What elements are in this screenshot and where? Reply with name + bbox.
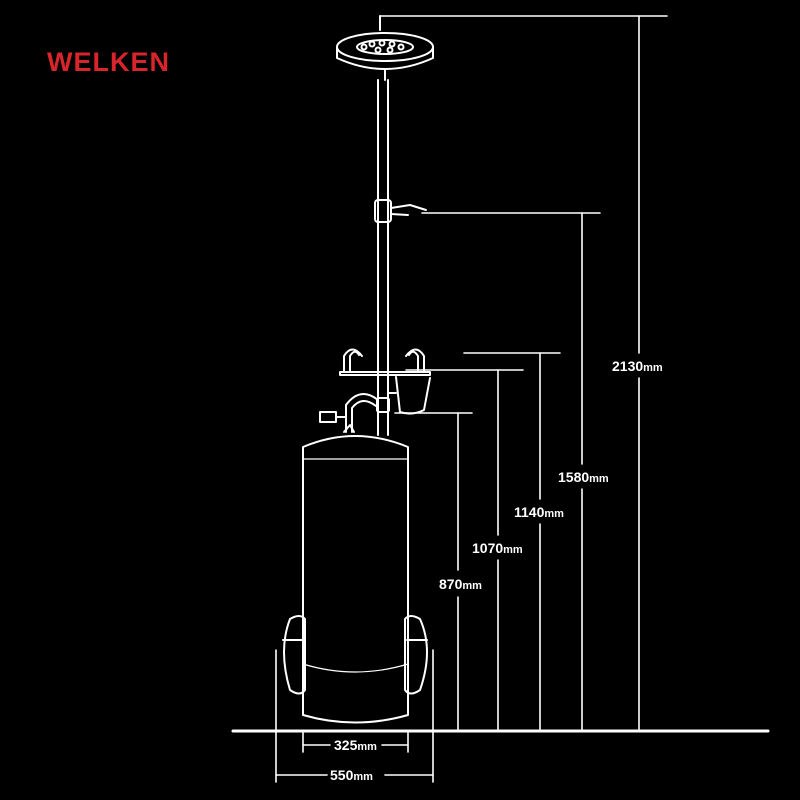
dimension-lines-width (275, 649, 434, 783)
dimension-value: 1580 (558, 469, 590, 485)
dimension-label-total-height: 2130mm (611, 358, 664, 376)
dimension-unit: mm (462, 580, 482, 592)
dimension-value: 1070 (472, 540, 504, 556)
dimension-label-overall-width: 550mm (329, 767, 374, 785)
dimension-unit: mm (544, 508, 564, 520)
dimension-value: 1140 (514, 504, 545, 520)
pressure-tank (302, 435, 409, 724)
dimension-lines-height (379, 15, 668, 732)
dimension-value: 550 (330, 767, 354, 783)
shower-head (336, 15, 434, 81)
left-wheel (282, 615, 306, 695)
dimension-unit: mm (589, 473, 609, 485)
dimension-value: 325 (334, 737, 358, 753)
right-wheel (404, 615, 428, 695)
dimension-unit: mm (353, 771, 373, 783)
dimension-label-eyewash-bowl-height: 1140mm (513, 504, 565, 522)
brand-logo: WELKEN (47, 47, 170, 77)
eyewash-assembly (339, 348, 431, 415)
dimension-value: 2130 (612, 358, 644, 374)
dimension-unit: mm (503, 544, 523, 556)
dimension-value: 870 (439, 576, 463, 592)
dimension-label-pull-rod-height: 1580mm (557, 469, 610, 487)
shower-valve (374, 199, 427, 223)
dimension-label-eyewash-height: 1070mm (471, 540, 524, 558)
dimension-unit: mm (643, 362, 663, 374)
dimension-unit: mm (357, 741, 377, 753)
tank-fitting (319, 393, 379, 433)
main-pipe (377, 79, 389, 436)
dimension-label-push-plate-height: 870mm (438, 576, 483, 594)
dimension-label-tank-width: 325mm (333, 737, 378, 755)
